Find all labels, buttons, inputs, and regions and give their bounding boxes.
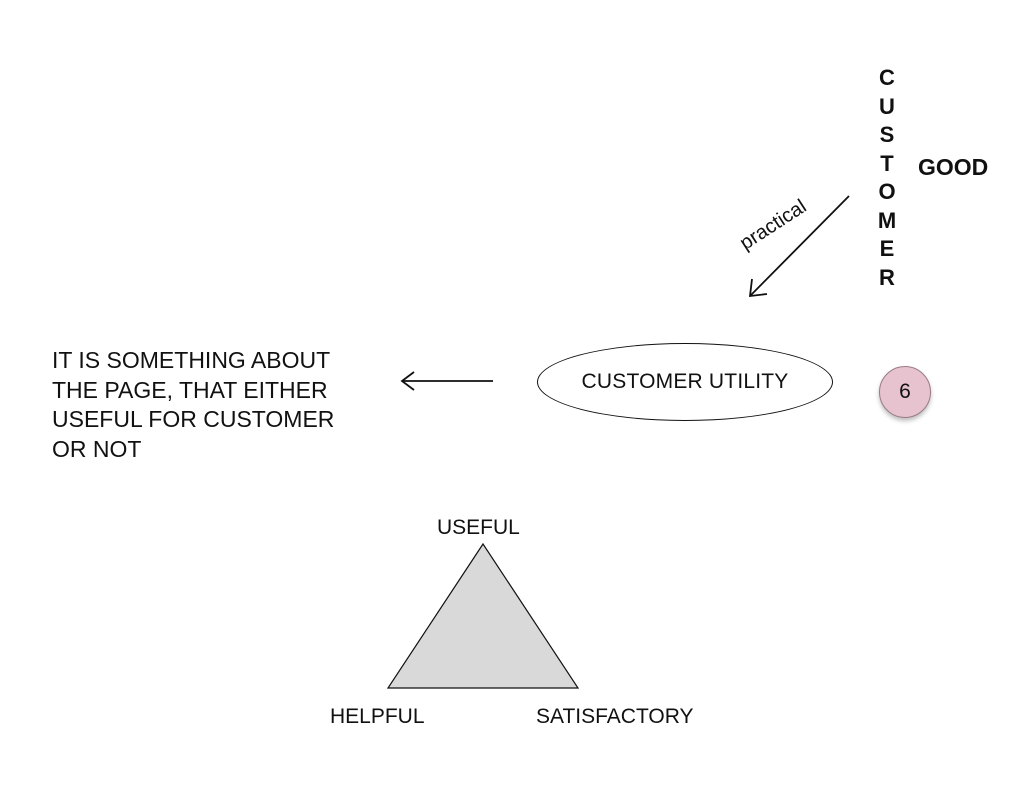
description-text: IT IS SOMETHING ABOUT THE PAGE, THAT EIT… — [52, 346, 372, 464]
customer-utility-node: CUSTOMER UTILITY — [537, 343, 833, 421]
practical-arrow-head — [748, 278, 768, 298]
good-label: GOOD — [918, 154, 989, 180]
triangle-bottom-left-label: HELPFUL — [330, 705, 425, 728]
description-line: IT IS SOMETHING ABOUT — [52, 347, 331, 373]
triangle-top-label: USEFUL — [437, 516, 520, 539]
customer-letter: M — [877, 207, 897, 233]
customer-letter: R — [879, 264, 895, 290]
description-line: OR NOT — [52, 435, 142, 462]
quality-triangle — [386, 542, 580, 689]
customer-letter: T — [880, 150, 894, 176]
triangle-bottom-right-label: SATISFACTORY — [536, 705, 694, 728]
practical-label: practical — [736, 195, 811, 255]
description-line: THE PAGE, THAT EITHER — [52, 376, 328, 403]
description-arrow-head — [400, 371, 415, 391]
step-number-badge: 6 — [879, 366, 931, 418]
customer-letter: C — [879, 65, 895, 90]
customer-letter: O — [878, 179, 896, 204]
customer-vertical-word: C U S T O M E R — [872, 64, 902, 292]
customer-letter: U — [879, 93, 895, 119]
customer-letter: E — [879, 236, 895, 261]
customer-utility-label: CUSTOMER UTILITY — [581, 370, 789, 393]
customer-letter: S — [879, 122, 895, 147]
description-line: USEFUL FOR CUSTOMER — [52, 406, 335, 432]
